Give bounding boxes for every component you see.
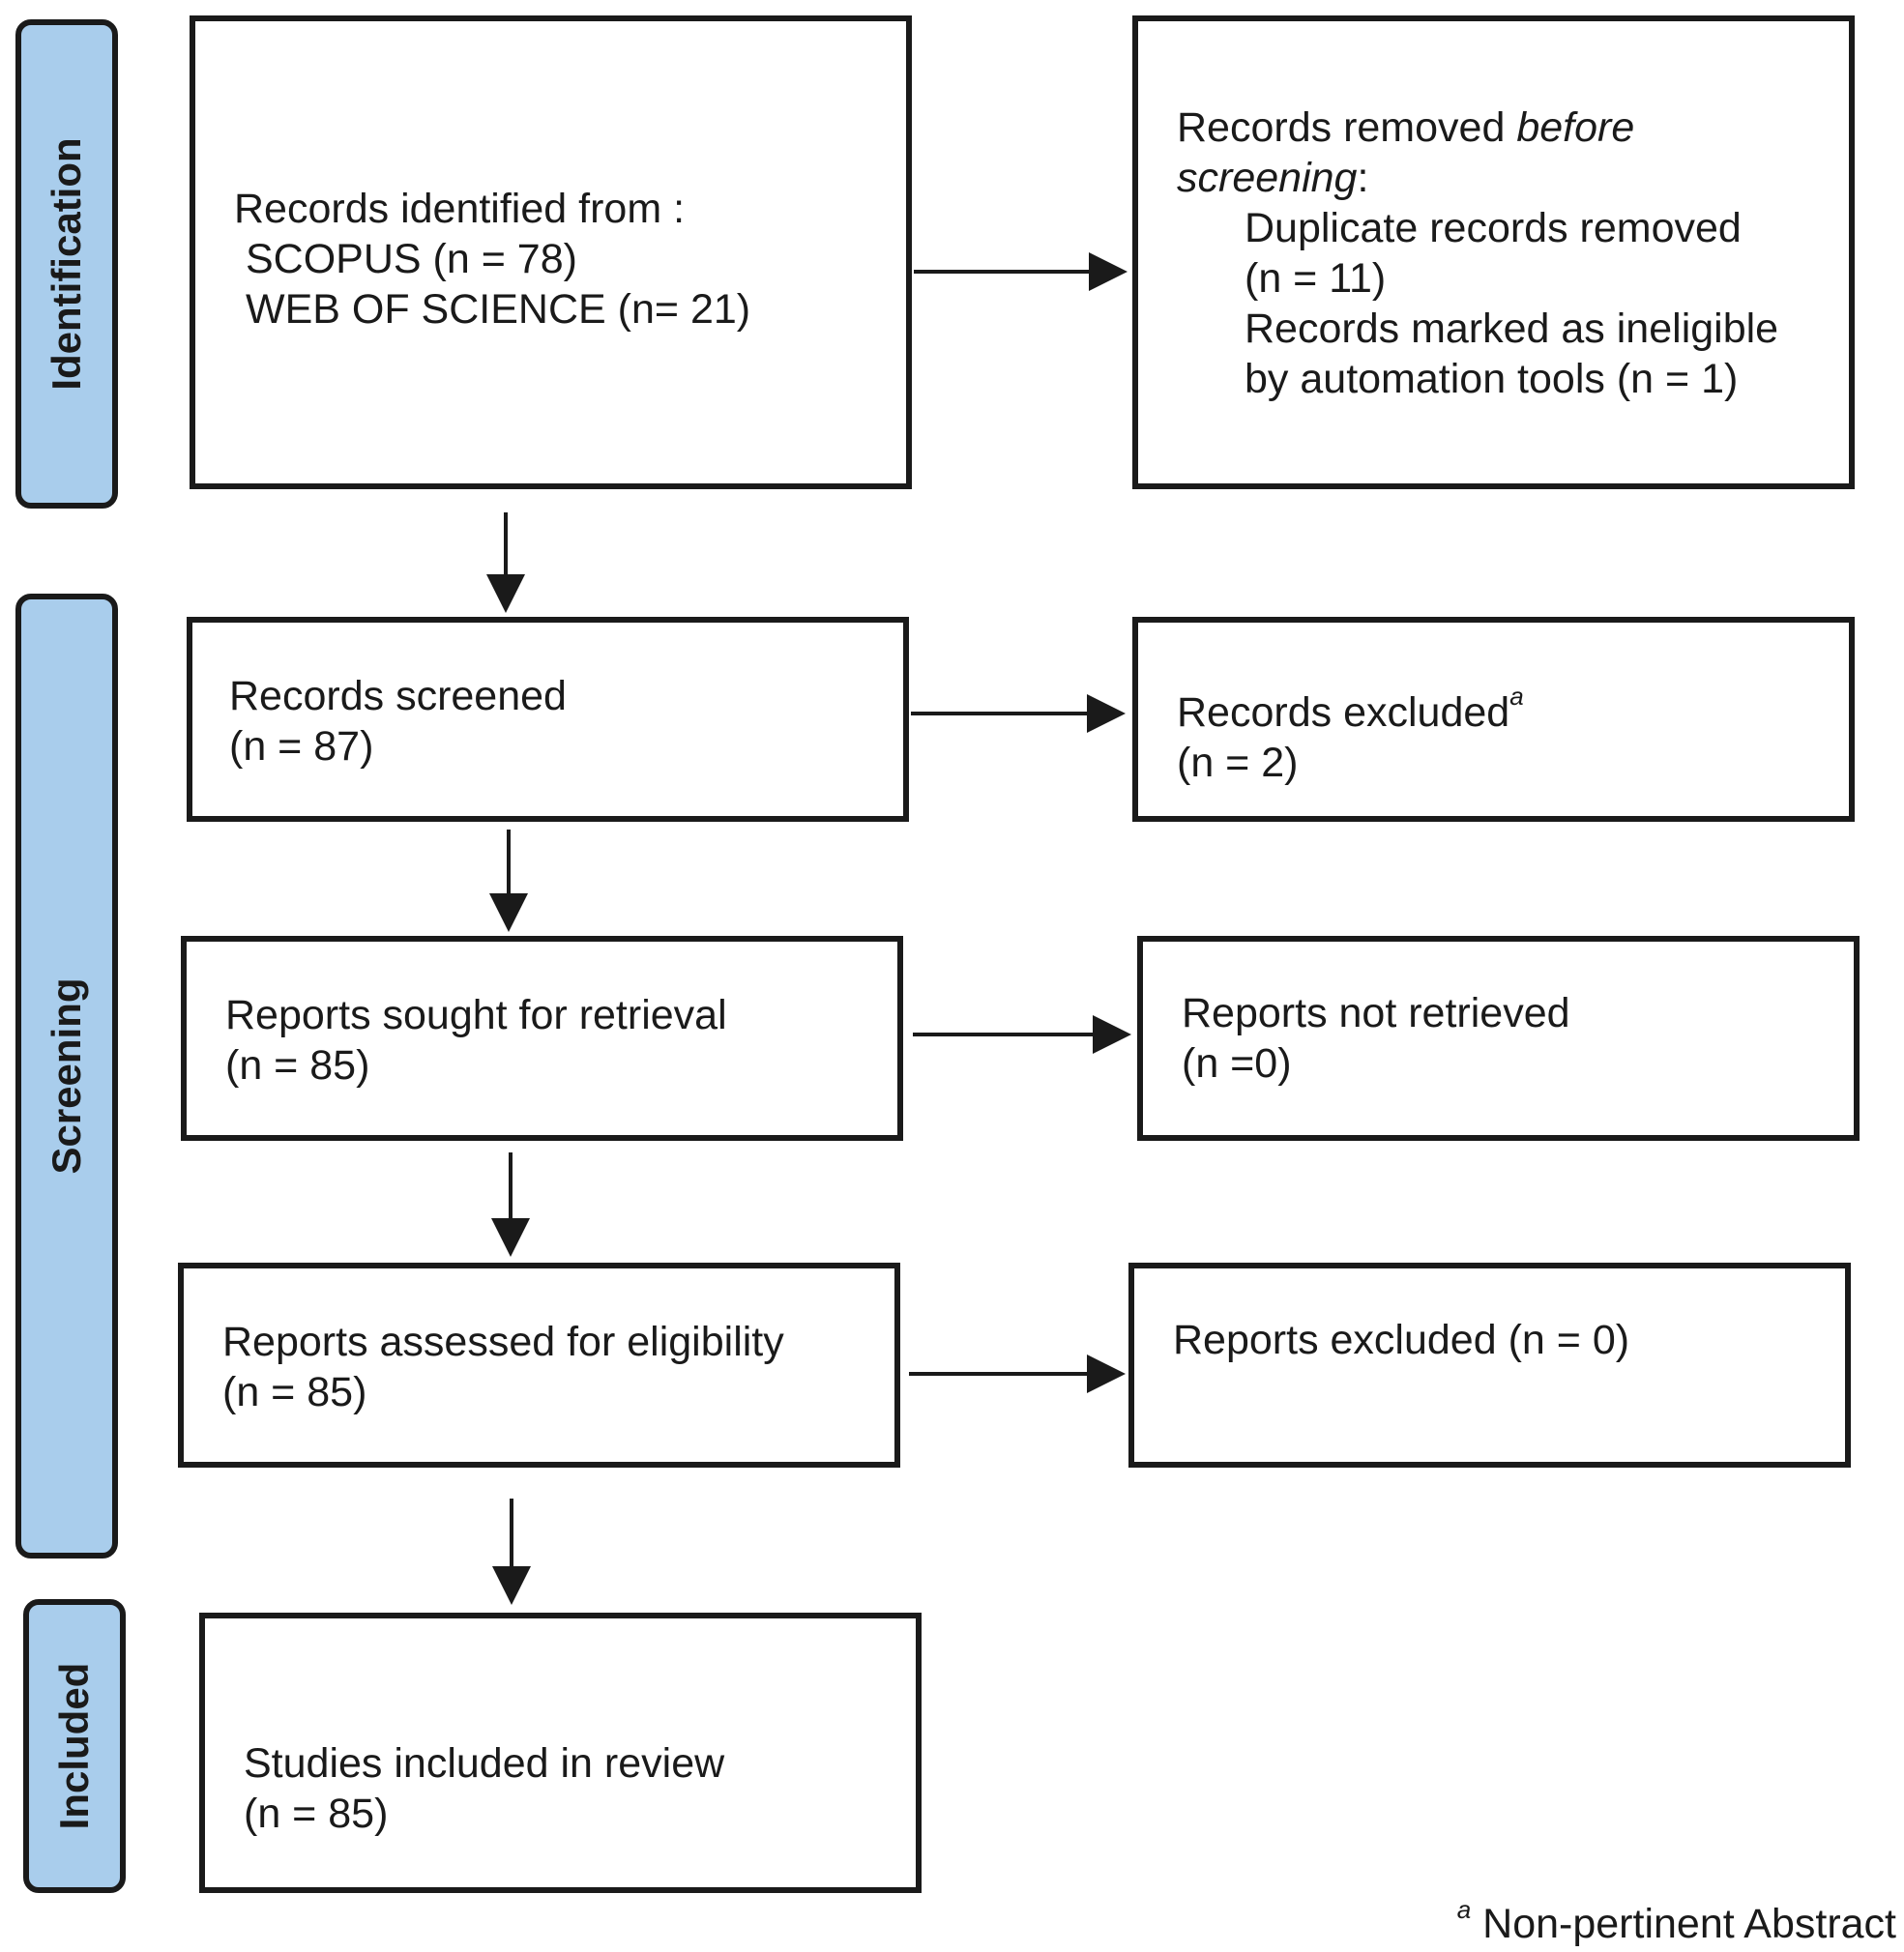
removed-line-1: Records removed before [1177, 104, 1635, 151]
identified-line-2: SCOPUS (n = 78) [246, 236, 577, 282]
included-line-1: Studies included in review [244, 1740, 725, 1787]
excluded-footnote-marker: a [1509, 682, 1524, 711]
excluded-line-1: Records excludeda [1177, 682, 1524, 736]
stage-screening: Screening [15, 594, 118, 1559]
removed-line-4: (n = 11) [1245, 255, 1387, 302]
reports-not-retrieved-box: Reports not retrieved (n =0) [1137, 936, 1860, 1141]
assessed-line-2: (n = 85) [222, 1369, 367, 1415]
studies-included-box: Studies included in review (n = 85) [199, 1613, 922, 1893]
footnote: a Non-pertinent Abstract [1457, 1895, 1896, 1948]
stage-identification: Identification [15, 19, 118, 509]
removed-line-6: by automation tools (n = 1) [1245, 356, 1739, 402]
excluded-line-2: (n = 2) [1177, 740, 1299, 786]
records-removed-box: Records removed before screening: Duplic… [1132, 15, 1855, 489]
not-retrieved-line-1: Reports not retrieved [1182, 990, 1570, 1036]
footnote-marker: a [1456, 1895, 1472, 1924]
identified-line-1: Records identified from : [234, 186, 686, 232]
removed-line-5: Records marked as ineligible [1245, 306, 1779, 352]
removed-line-3: Duplicate records removed [1245, 205, 1742, 251]
removed-line-2: screening: [1177, 155, 1369, 201]
footnote-text: Non-pertinent Abstract [1482, 1901, 1896, 1947]
reports-assessed-box: Reports assessed for eligibility (n = 85… [178, 1263, 900, 1468]
included-line-2: (n = 85) [244, 1791, 389, 1837]
reports-excluded-box: Reports excluded (n = 0) [1128, 1263, 1851, 1468]
sought-line-1: Reports sought for retrieval [225, 992, 727, 1038]
records-screened-box: Records screened (n = 87) [187, 617, 909, 822]
not-retrieved-line-2: (n =0) [1182, 1040, 1292, 1087]
records-identified-box: Records identified from : SCOPUS (n = 78… [190, 15, 912, 489]
records-excluded-box: Records excludeda (n = 2) [1132, 617, 1855, 822]
screened-line-1: Records screened [229, 673, 567, 719]
stage-included: Included [23, 1599, 126, 1893]
reports-sought-box: Reports sought for retrieval (n = 85) [181, 936, 903, 1141]
sought-line-2: (n = 85) [225, 1042, 370, 1089]
identified-line-3: WEB OF SCIENCE (n= 21) [246, 286, 751, 333]
screened-line-2: (n = 87) [229, 723, 374, 770]
assessed-line-1: Reports assessed for eligibility [222, 1319, 784, 1365]
reports-excluded-line-1: Reports excluded (n = 0) [1173, 1317, 1630, 1363]
